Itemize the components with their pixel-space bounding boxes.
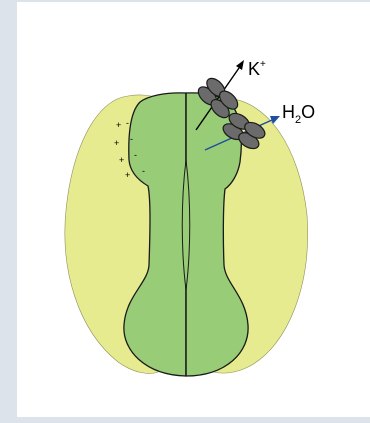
plus-sign: + [116,120,121,130]
plus-sign: + [119,155,124,165]
potassium-charge: + [260,59,266,70]
potassium-symbol: K [248,59,260,79]
plus-sign: + [125,170,130,180]
minus-sign: - [126,118,129,128]
minus-sign: - [134,150,137,160]
water-label: H2O [282,102,315,126]
potassium-label: K+ [248,59,266,79]
water-h: H [282,102,295,122]
minus-sign: - [130,134,133,144]
water-o: O [301,102,315,122]
plus-sign: + [114,138,119,148]
minus-sign: - [142,166,145,176]
